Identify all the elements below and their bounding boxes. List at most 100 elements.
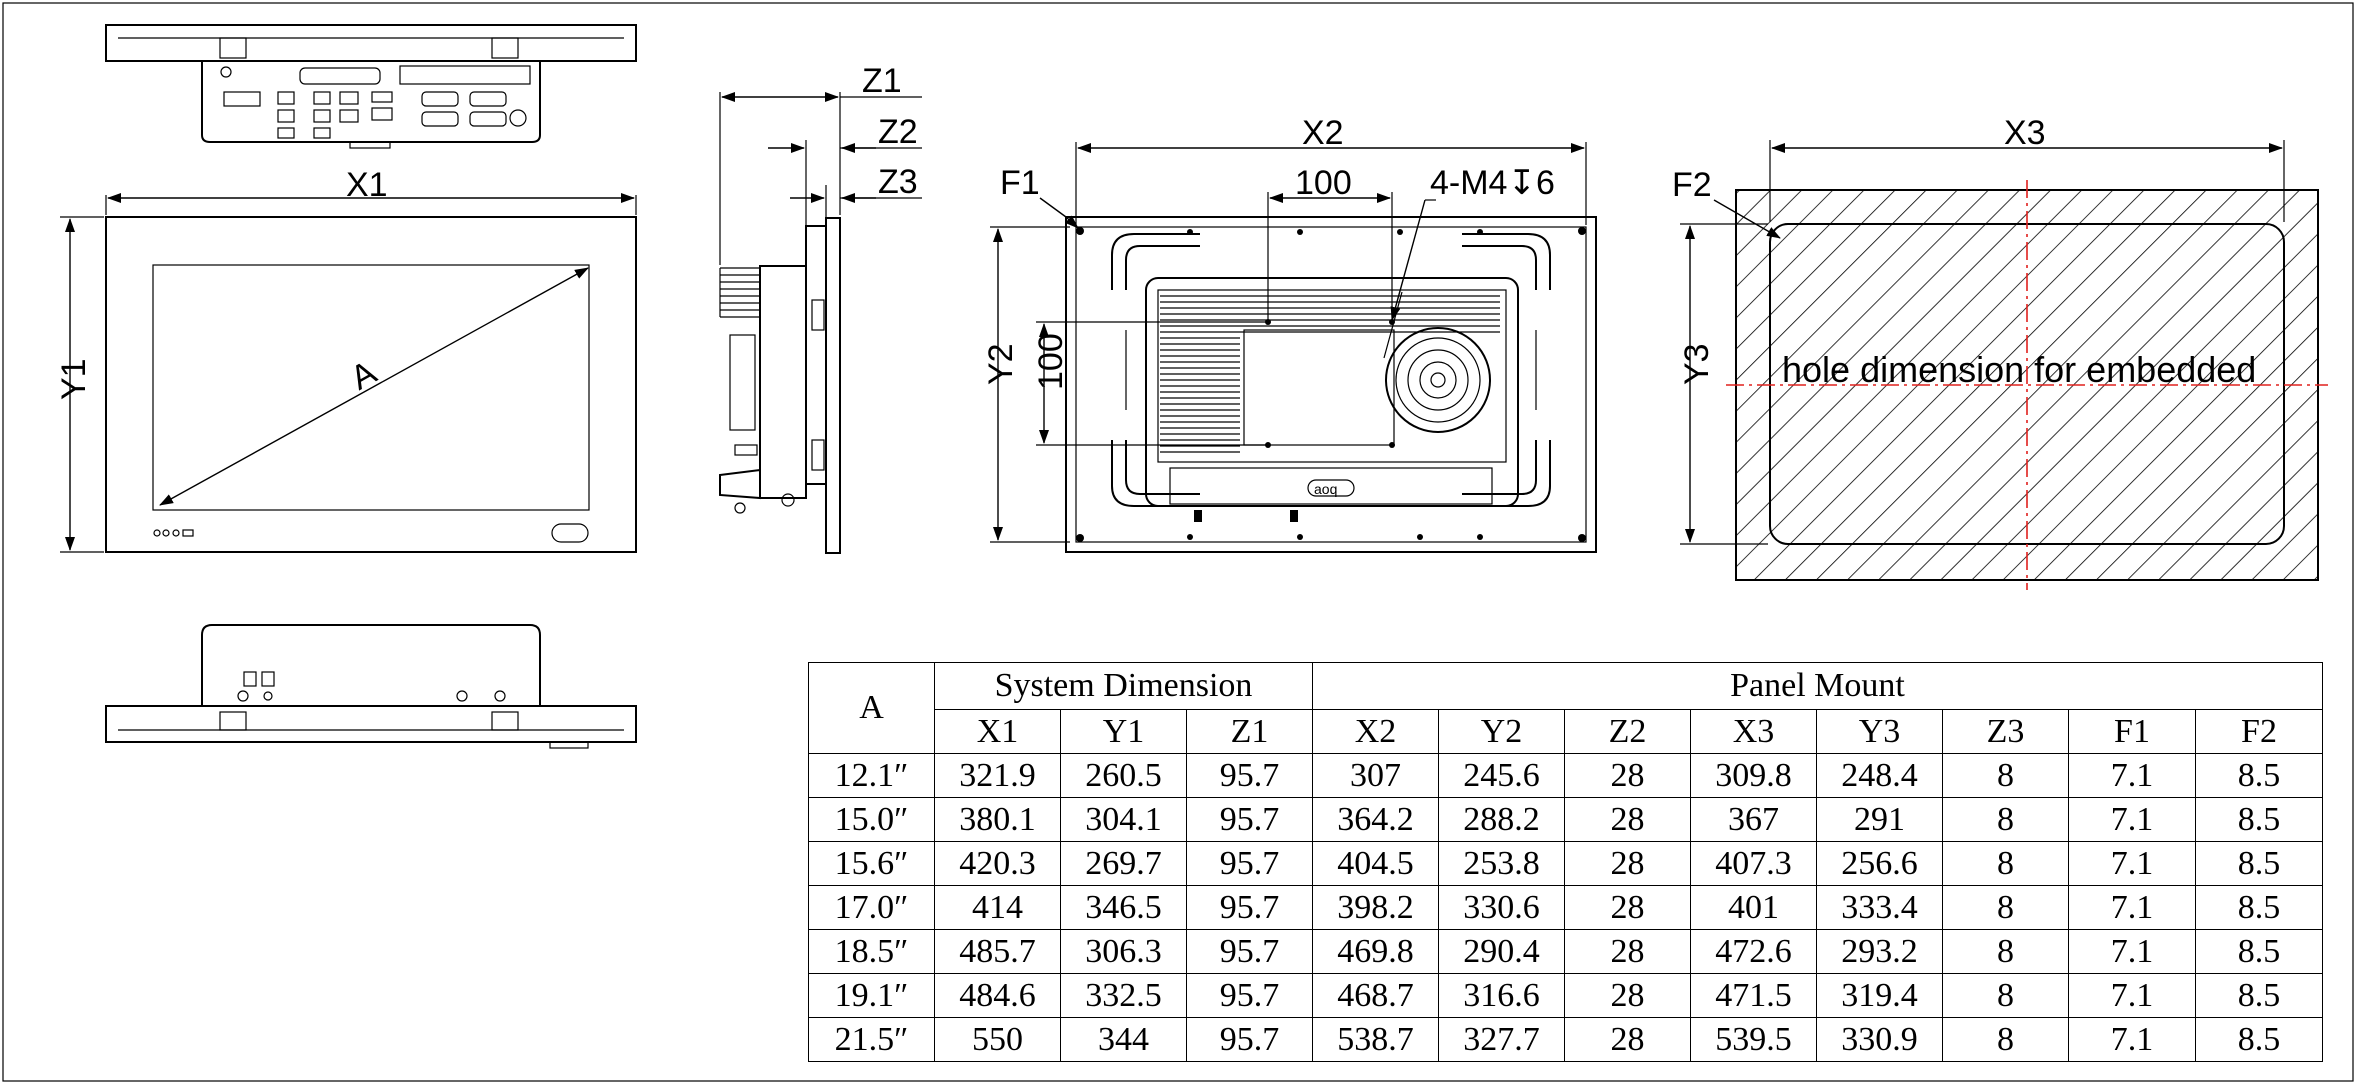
table-cell: 332.5	[1060, 973, 1187, 1018]
table-cell: 260.5	[1060, 753, 1187, 798]
table-cell-size: 17.0″	[808, 885, 935, 930]
table-cell-size: 15.6″	[808, 841, 935, 886]
table-cell: 8	[1942, 973, 2069, 1018]
header-col: Z3	[1942, 709, 2069, 754]
table-cell: 256.6	[1816, 841, 1943, 886]
label-f2: F2	[1672, 166, 1712, 204]
table-cell: 344	[1060, 1017, 1187, 1062]
table-cell: 7.1	[2068, 841, 2196, 886]
table-cell: 401	[1690, 885, 1817, 930]
table-cell: 304.1	[1060, 797, 1187, 842]
header-col: F1	[2068, 709, 2196, 754]
rear-logo: aoq	[1314, 481, 1337, 497]
table-cell: 306.3	[1060, 929, 1187, 974]
front-view: A X1 Y1	[55, 166, 637, 553]
table-cell: 407.3	[1690, 841, 1817, 886]
label-x2: X2	[1302, 114, 1344, 152]
table-cell: 95.7	[1186, 841, 1313, 886]
table-cell: 333.4	[1816, 885, 1943, 930]
table-cell: 28	[1564, 797, 1691, 842]
table-cell: 290.4	[1438, 929, 1565, 974]
label-f1: F1	[1000, 164, 1040, 202]
table-cell: 7.1	[2068, 1017, 2196, 1062]
table-cell: 367	[1690, 797, 1817, 842]
side-view: Z1 Z2 Z3	[719, 62, 922, 554]
table-cell: 404.5	[1312, 841, 1439, 886]
table-cell: 330.6	[1438, 885, 1565, 930]
table-cell: 7.1	[2068, 797, 2196, 842]
table-cell: 28	[1564, 885, 1691, 930]
rear-view: aoq X2 100 4-M4↧6 F1	[982, 114, 1597, 553]
hole-note: hole dimension for embedded	[1782, 349, 2256, 390]
table-cell: 28	[1564, 841, 1691, 886]
table-cell: 468.7	[1312, 973, 1439, 1018]
table-cell: 28	[1564, 973, 1691, 1018]
table-cell: 316.6	[1438, 973, 1565, 1018]
label-y3: Y3	[1678, 343, 1716, 385]
header-col: X2	[1312, 709, 1439, 754]
table-cell: 8.5	[2195, 1017, 2323, 1062]
header-col: Y1	[1060, 709, 1187, 754]
table-cell: 7.1	[2068, 753, 2196, 798]
header-col: Z1	[1186, 709, 1313, 754]
top-view	[105, 24, 637, 149]
header-col: Y3	[1816, 709, 1943, 754]
table-cell: 28	[1564, 929, 1691, 974]
table-cell-size: 21.5″	[808, 1017, 935, 1062]
table-cell: 319.4	[1816, 973, 1943, 1018]
table-cell: 364.2	[1312, 797, 1439, 842]
table-cell: 8.5	[2195, 973, 2323, 1018]
label-x1: X1	[346, 166, 388, 204]
header-size: A	[808, 662, 935, 754]
table-cell: 8.5	[2195, 885, 2323, 930]
table-cell: 95.7	[1186, 753, 1313, 798]
table-cell: 8.5	[2195, 797, 2323, 842]
label-100-vertical: 100	[1032, 333, 1070, 390]
table-cell: 469.8	[1312, 929, 1439, 974]
table-cell: 346.5	[1060, 885, 1187, 930]
table-cell: 8	[1942, 841, 2069, 886]
label-z3: Z3	[878, 163, 918, 201]
table-cell: 288.2	[1438, 797, 1565, 842]
table-cell: 327.7	[1438, 1017, 1565, 1062]
bottom-view	[105, 624, 637, 749]
header-system-dimension: System Dimension	[934, 662, 1313, 710]
table-cell: 8.5	[2195, 929, 2323, 974]
table-cell: 7.1	[2068, 973, 2196, 1018]
table-cell: 291	[1816, 797, 1943, 842]
table-cell: 472.6	[1690, 929, 1817, 974]
table-cell: 95.7	[1186, 929, 1313, 974]
label-x3: X3	[2004, 114, 2046, 152]
label-y1: Y1	[55, 358, 93, 400]
header-col: F2	[2195, 709, 2323, 754]
table-cell: 8.5	[2195, 841, 2323, 886]
table-cell: 398.2	[1312, 885, 1439, 930]
table-cell: 7.1	[2068, 885, 2196, 930]
table-cell: 484.6	[934, 973, 1061, 1018]
table-cell: 309.8	[1690, 753, 1817, 798]
table-cell: 269.7	[1060, 841, 1187, 886]
table-cell: 321.9	[934, 753, 1061, 798]
table-cell: 307	[1312, 753, 1439, 798]
table-cell: 253.8	[1438, 841, 1565, 886]
table-cell: 8	[1942, 885, 2069, 930]
header-col: Y2	[1438, 709, 1565, 754]
table-cell: 550	[934, 1017, 1061, 1062]
table-cell: 8	[1942, 753, 2069, 798]
table-cell: 414	[934, 885, 1061, 930]
header-col: X3	[1690, 709, 1817, 754]
table-cell: 95.7	[1186, 885, 1313, 930]
table-cell: 471.5	[1690, 973, 1817, 1018]
header-col: Z2	[1564, 709, 1691, 754]
table-cell-size: 18.5″	[808, 929, 935, 974]
table-cell: 28	[1564, 1017, 1691, 1062]
